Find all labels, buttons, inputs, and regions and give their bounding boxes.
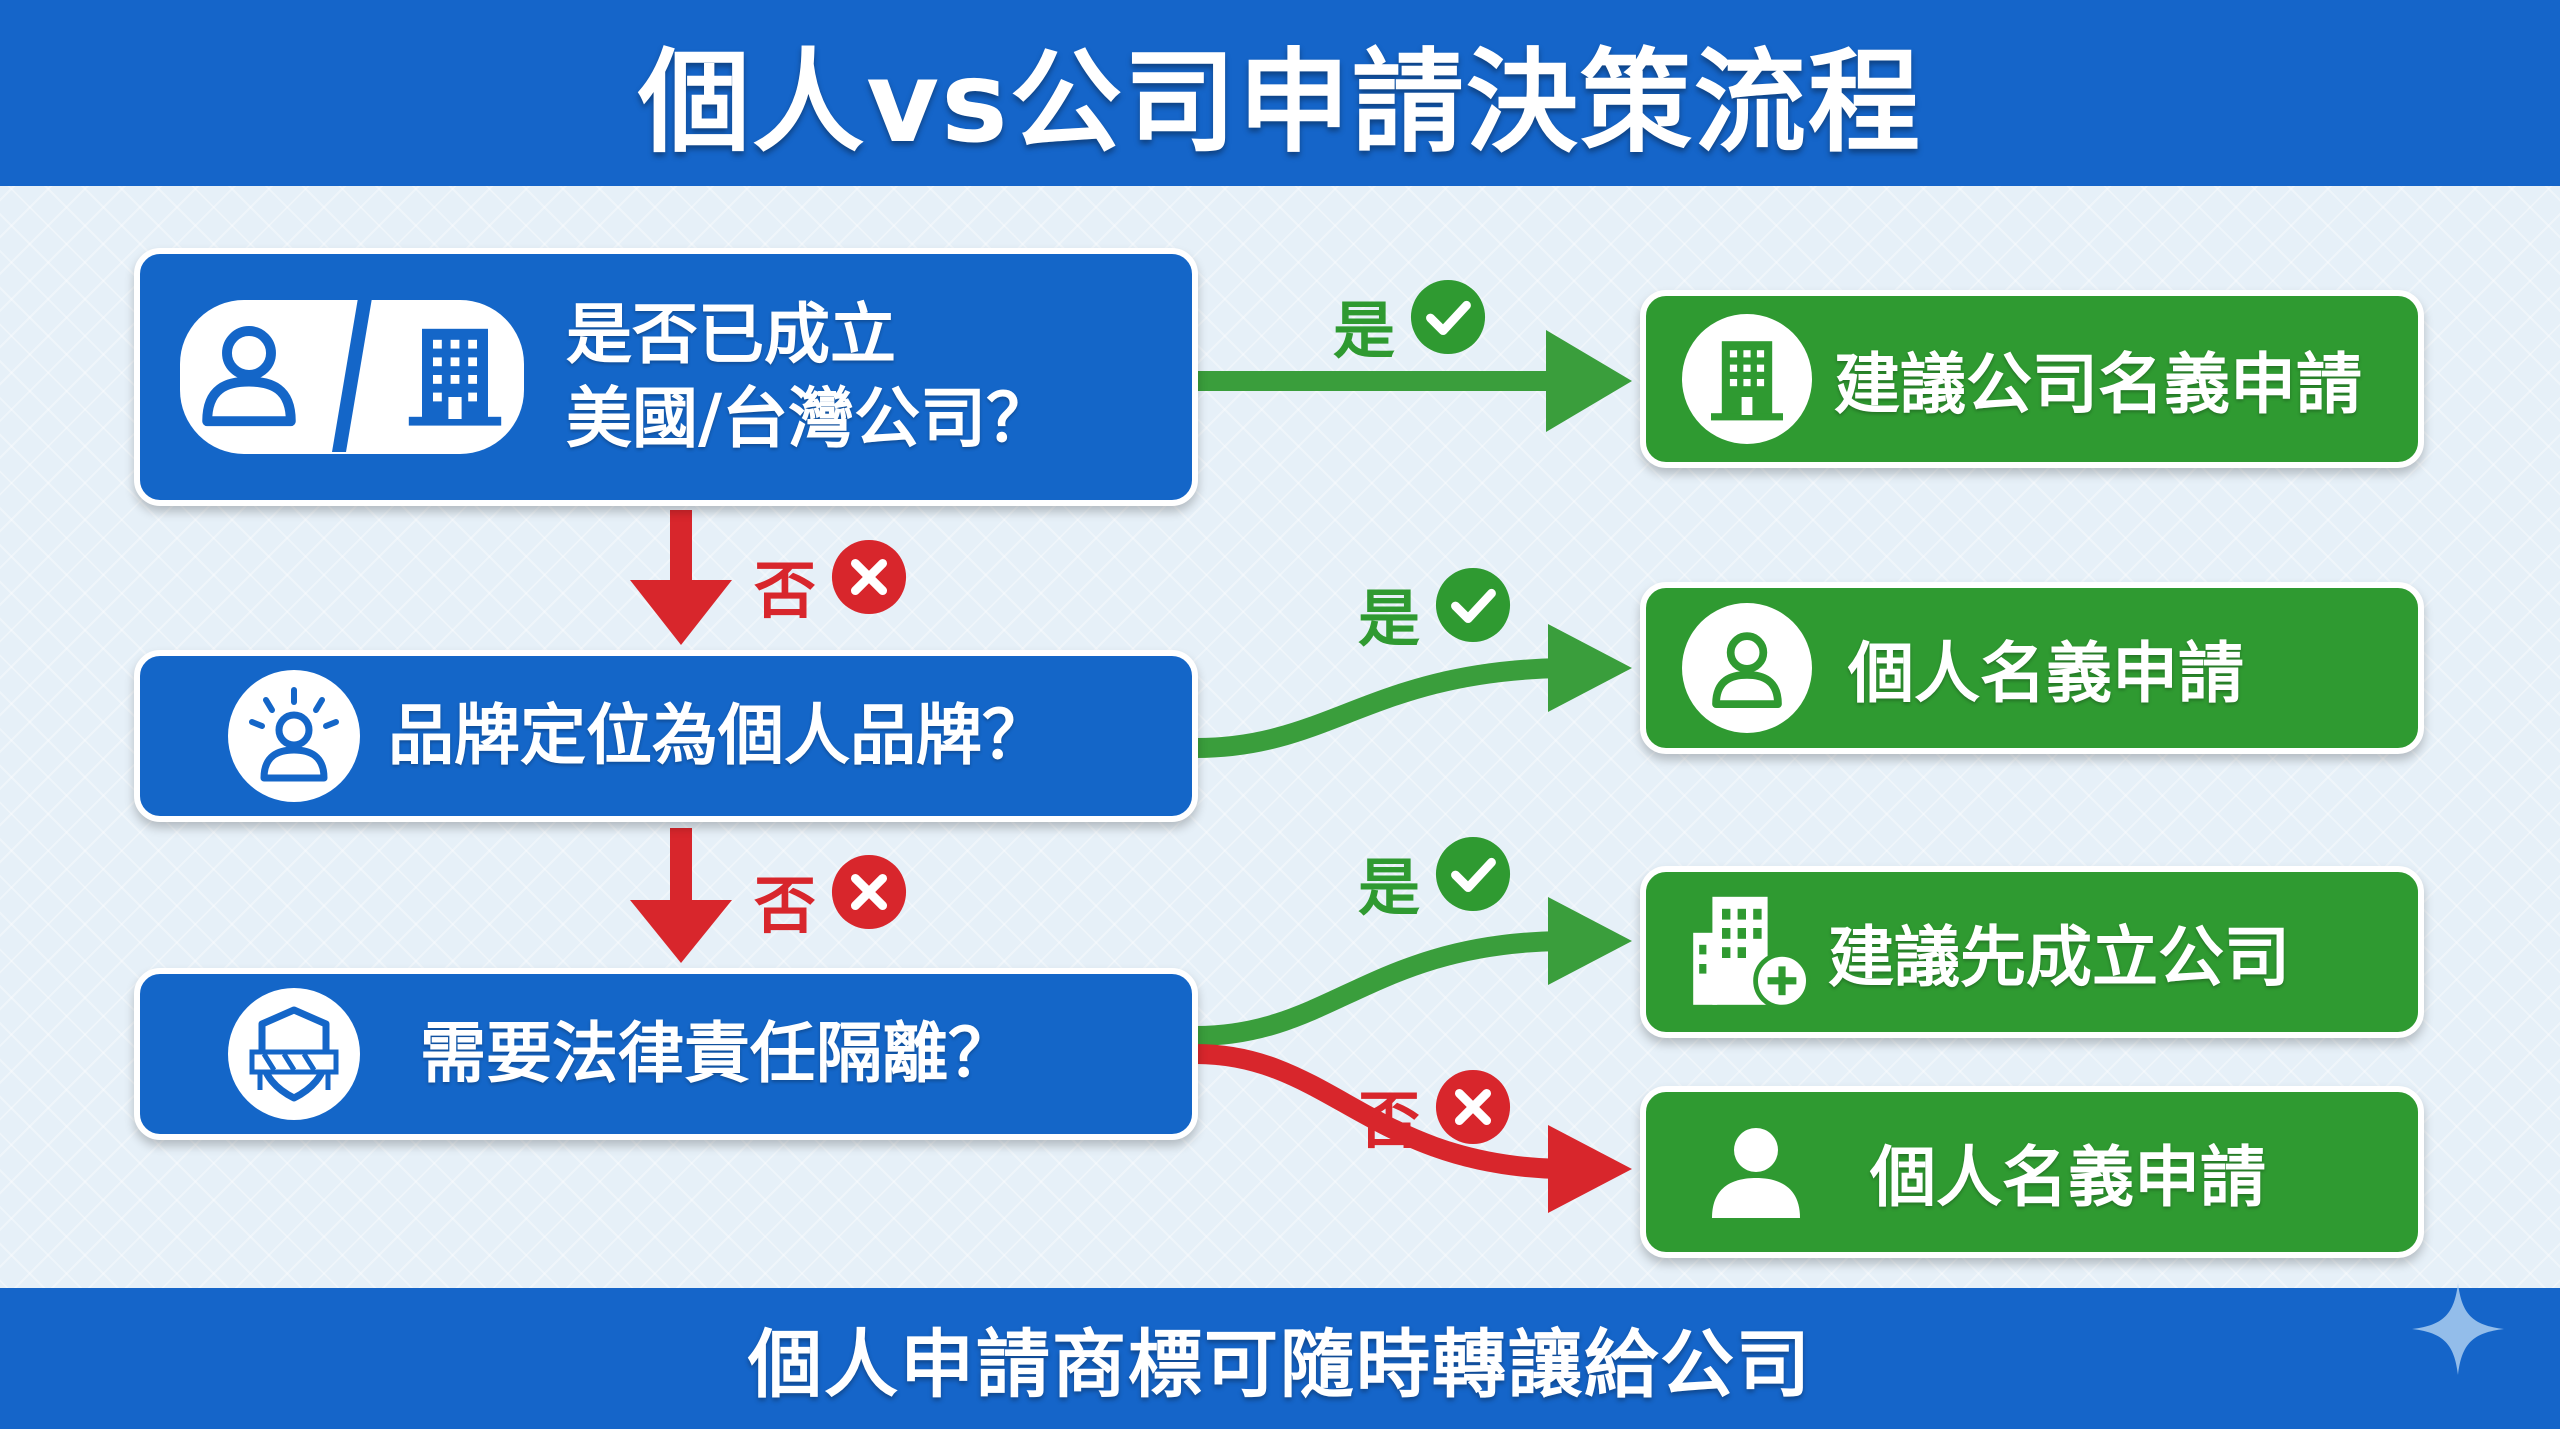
answer-box-personal-2: 個人名義申請 <box>1640 1086 2424 1258</box>
question-line-2: 美國/台灣公司？ <box>566 380 1053 457</box>
yes-text: 是 <box>1333 293 1396 367</box>
footer-band: 個人申請商標可隨時轉讓給公司 <box>0 1288 2560 1429</box>
page-title: 個人vs公司申請決策流程 <box>638 38 1922 168</box>
person-icon <box>194 320 304 434</box>
no-text: 否 <box>1358 1083 1421 1157</box>
check-circle-icon <box>1434 566 1512 659</box>
yes-text: 是 <box>1358 850 1421 924</box>
question-text-personal-brand: 品牌定位為個人品牌？ <box>388 696 1048 774</box>
title-band: 個人vs公司申請決策流程 <box>0 0 2560 186</box>
answer-text-personal-1: 個人名義申請 <box>1848 635 2244 712</box>
question-text-company-exists: 是否已成立 美國/台灣公司？ <box>566 293 1052 462</box>
yes-label-3: 是 <box>1358 835 1512 928</box>
answer-box-company: 建議公司名義申請 <box>1640 290 2424 468</box>
x-circle-icon <box>1434 1068 1512 1161</box>
no-text: 否 <box>754 868 817 942</box>
yes-label-2: 是 <box>1358 566 1512 659</box>
building-icon <box>1682 314 1812 444</box>
answer-box-personal-1: 個人名義申請 <box>1640 582 2424 754</box>
person-icon <box>1682 603 1812 733</box>
x-circle-icon <box>830 853 908 946</box>
no-arrow-down-2 <box>630 828 732 963</box>
question-box-liability: 需要法律責任隔離？ <box>134 968 1198 1140</box>
yes-arrow-1 <box>1195 330 1632 432</box>
answer-text-company: 建議公司名義申請 <box>1834 346 2362 423</box>
person-company-icon-pill <box>180 298 524 456</box>
check-circle-icon <box>1409 278 1487 371</box>
no-arrow-final <box>1195 1044 1632 1213</box>
question-box-personal-brand: 品牌定位為個人品牌？ <box>134 650 1198 822</box>
yes-text: 是 <box>1358 581 1421 655</box>
no-text: 否 <box>754 553 817 627</box>
footer-note: 個人申請商標可隨時轉讓給公司 <box>748 1322 1812 1408</box>
answer-text-personal-2: 個人名義申請 <box>1870 1139 2266 1216</box>
yes-arrow-3 <box>1195 897 1632 1046</box>
answer-box-form-company: 建議先成立公司 <box>1640 866 2424 1038</box>
no-label-down-2: 否 <box>754 853 908 946</box>
x-circle-icon <box>830 538 908 631</box>
answer-text-form-company: 建議先成立公司 <box>1828 919 2290 996</box>
person-icon <box>1706 1122 1806 1222</box>
no-label-down-1: 否 <box>754 538 908 631</box>
building-plus-icon <box>1686 892 1818 1012</box>
building-icon <box>400 320 510 434</box>
no-label-final: 否 <box>1358 1068 1512 1161</box>
shield-icon <box>228 988 360 1120</box>
question-text-liability: 需要法律責任隔離？ <box>420 1014 1014 1092</box>
person-spotlight-icon <box>228 670 360 802</box>
divider-slash <box>332 298 372 456</box>
yes-arrow-2 <box>1195 624 1632 758</box>
yes-label-1: 是 <box>1333 278 1487 371</box>
question-box-company-exists: 是否已成立 美國/台灣公司？ <box>134 248 1198 506</box>
question-line-1: 是否已成立 <box>566 295 896 373</box>
sparkle-icon <box>2412 1283 2504 1375</box>
no-arrow-down-1 <box>630 510 732 645</box>
check-circle-icon <box>1434 835 1512 928</box>
